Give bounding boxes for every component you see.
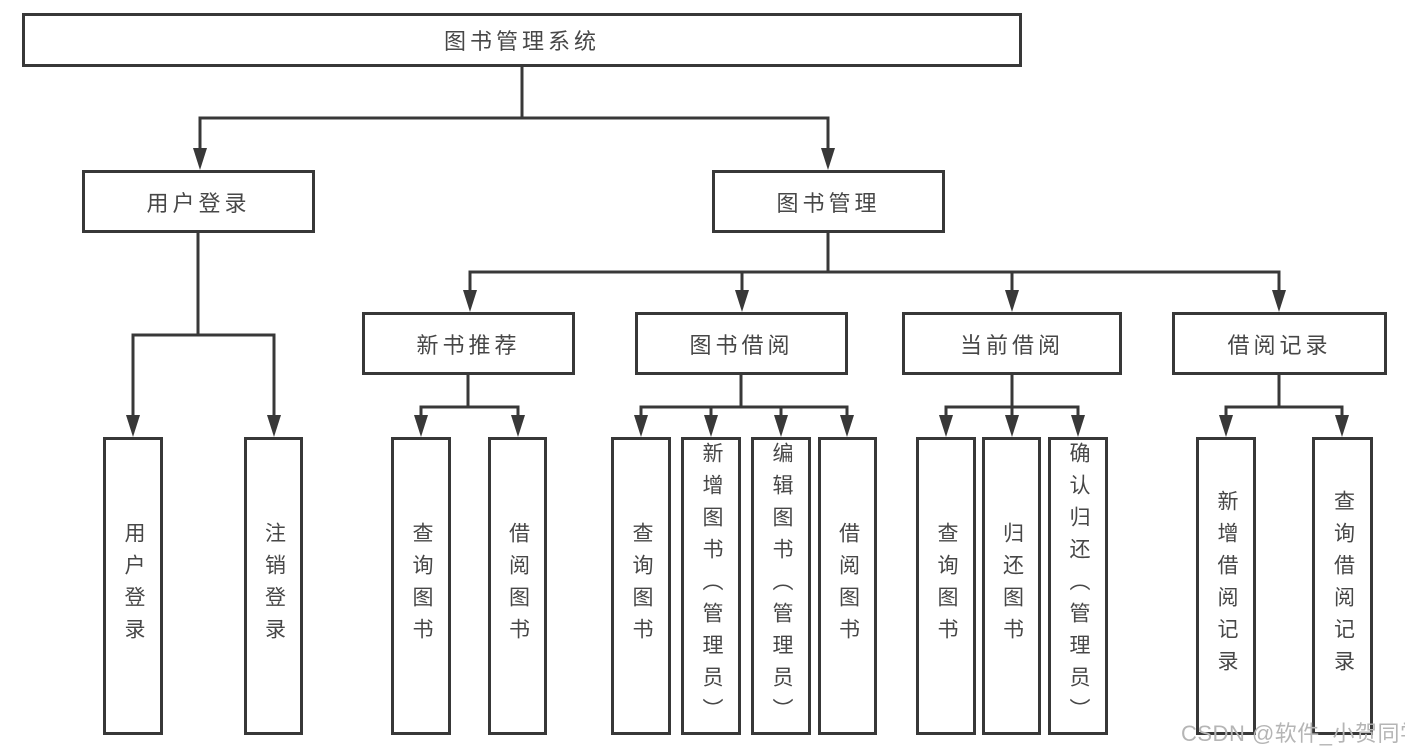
leaf-confirm-return-admin: 确认归还（管理员）: [1048, 437, 1108, 735]
leaf-query-books-borrowing: 查询图书: [611, 437, 671, 735]
node-new-book-recommendation: 新书推荐: [362, 312, 575, 375]
arrowhead-icons: [126, 148, 1349, 437]
leaf-query-books-current: 查询图书: [916, 437, 976, 735]
leaf-user-login: 用户登录: [103, 437, 163, 735]
node-book-borrowing: 图书借阅: [635, 312, 848, 375]
node-book-management: 图书管理: [712, 170, 945, 233]
leaf-return-books: 归还图书: [982, 437, 1041, 735]
leaf-edit-books-admin: 编辑图书（管理员）: [751, 437, 811, 735]
leaf-add-borrow-record: 新增借阅记录: [1196, 437, 1256, 735]
leaf-logout: 注销登录: [244, 437, 303, 735]
leaf-borrow-books-recommend: 借阅图书: [488, 437, 547, 735]
node-current-borrowing: 当前借阅: [902, 312, 1122, 375]
leaf-borrow-books-borrowing: 借阅图书: [818, 437, 877, 735]
leaf-add-books-admin: 新增图书（管理员）: [681, 437, 741, 735]
leaf-query-books-recommend: 查询图书: [391, 437, 451, 735]
leaf-query-borrow-record: 查询借阅记录: [1312, 437, 1373, 735]
csdn-watermark: CSDN @软件_小贺同学: [1181, 721, 1405, 746]
node-root-library-system: 图书管理系统: [22, 13, 1022, 67]
node-borrowing-records: 借阅记录: [1172, 312, 1387, 375]
node-user-login: 用户登录: [82, 170, 315, 233]
